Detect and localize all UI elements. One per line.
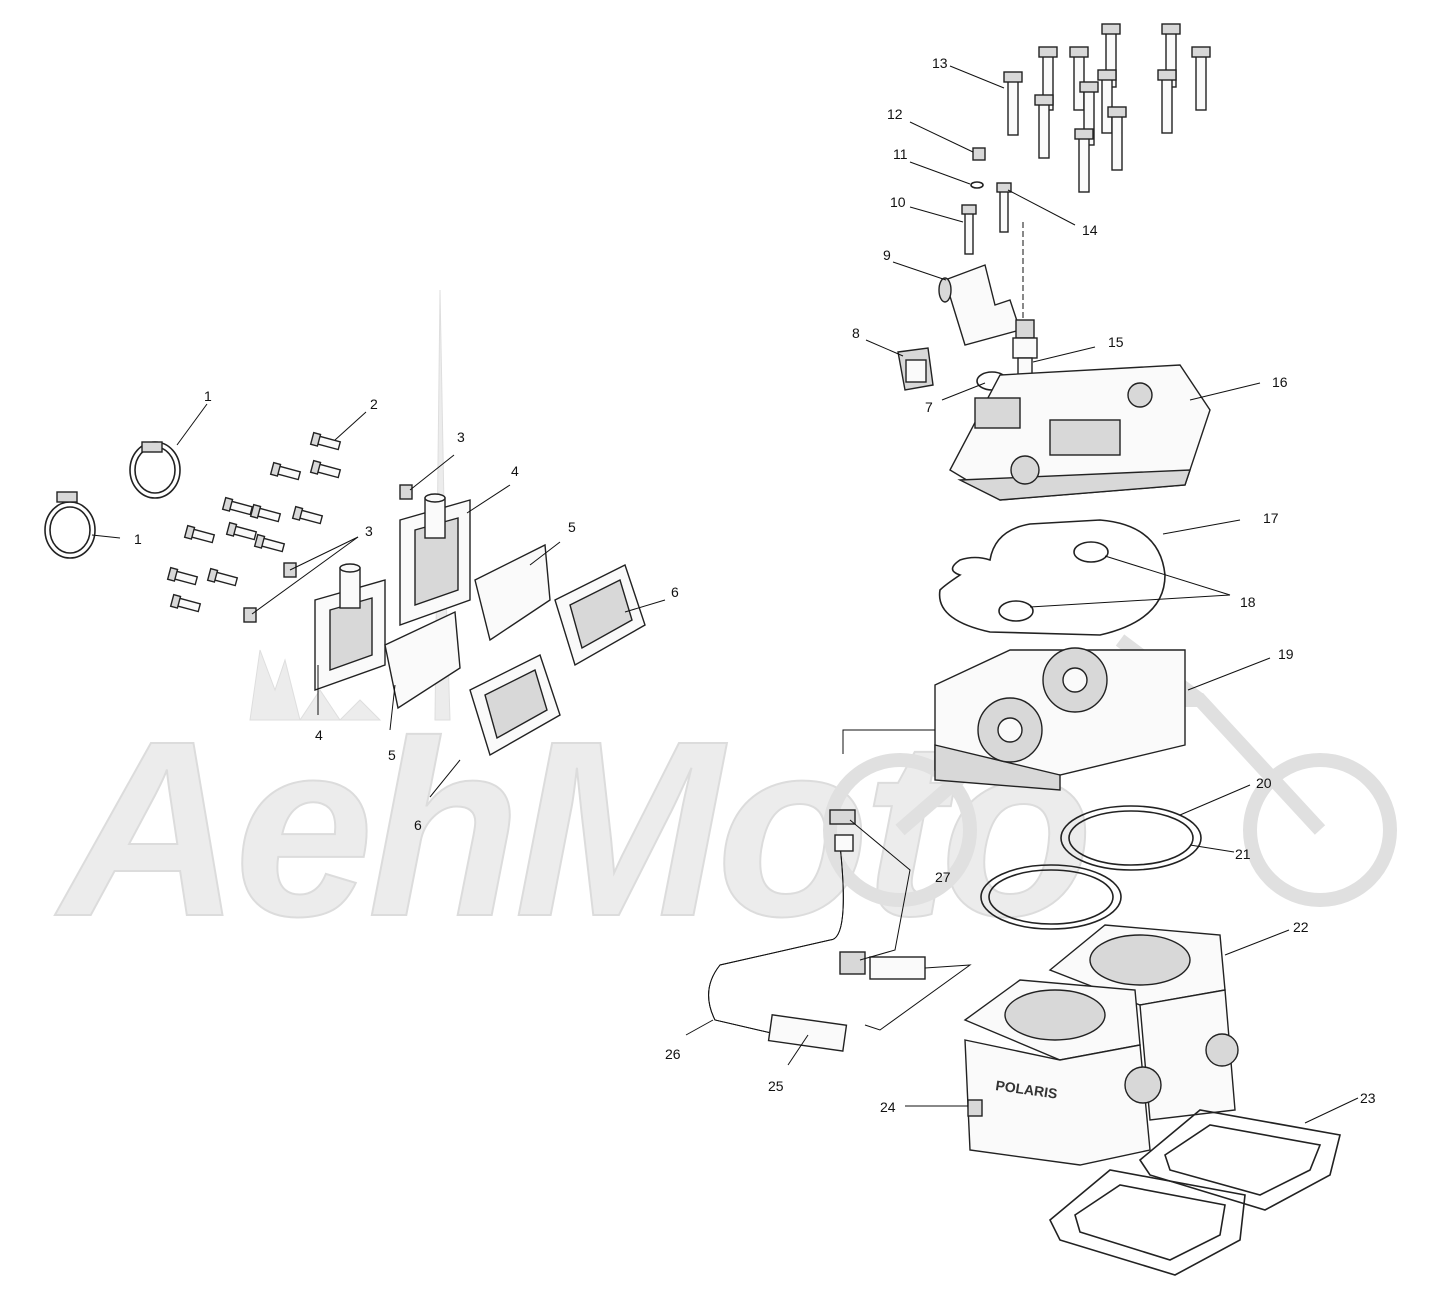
- fuel-clip-upper: [399, 484, 413, 500]
- drain-plug: [967, 1099, 983, 1117]
- reed-block-upper: [474, 543, 551, 642]
- leader-lines: [91, 65, 1359, 1124]
- cylinder-gasket-upper: [1060, 805, 1202, 871]
- callout-25: 25: [768, 1078, 784, 1094]
- callout-21: 21: [1235, 846, 1251, 862]
- right-parts-group: POLARIS: [708, 23, 1341, 1276]
- callout-17: 17: [1263, 510, 1279, 526]
- reed-cage-lower: [469, 654, 561, 757]
- reed-cage-upper: [554, 564, 646, 667]
- reed-block-lower: [384, 610, 461, 710]
- callout-20: 20: [1256, 775, 1272, 791]
- callout-4a: 4: [511, 463, 519, 479]
- watermark: AehMoto: [53, 289, 1397, 969]
- fuel-clip-lower: [243, 607, 257, 623]
- callout-19: 19: [1278, 646, 1294, 662]
- callout-5b: 5: [388, 747, 396, 763]
- callout-1a: 1: [204, 388, 212, 404]
- water-jacket-cover: [934, 647, 1186, 791]
- callout-4b: 4: [315, 727, 323, 743]
- callout-14: 14: [1082, 222, 1098, 238]
- callout-6a: 6: [671, 584, 679, 600]
- thermostat: [897, 347, 934, 391]
- callout-27: 27: [935, 869, 951, 885]
- temperature-sensor: [1012, 319, 1038, 381]
- callout-11: 11: [893, 146, 908, 162]
- callouts: 1 1 2 3 3 4 4 5 5 6 6 7 8 9 10 11 12 13 …: [134, 55, 1376, 1115]
- cylinder-block: POLARIS: [963, 924, 1239, 1166]
- hose-clamp-lower: [44, 491, 96, 559]
- callout-15: 15: [1108, 334, 1124, 350]
- hose-clamp-upper: [129, 441, 181, 499]
- cylinder-head: [949, 364, 1211, 501]
- callout-7: 7: [925, 399, 933, 415]
- head-gasket: [938, 519, 1166, 636]
- short-bolt-10: [961, 204, 977, 255]
- head-bolt-set: [1003, 23, 1211, 193]
- callout-3a: 3: [457, 429, 465, 445]
- watermark-text: AehMoto: [54, 689, 1087, 968]
- water-outlet-elbow: [938, 264, 1021, 346]
- callout-18: 18: [1240, 594, 1256, 610]
- bolt-set: [166, 431, 342, 613]
- reed-housing-upper: [399, 493, 471, 626]
- callout-10: 10: [890, 194, 906, 210]
- callout-8: 8: [852, 325, 860, 341]
- callout-9: 9: [883, 247, 891, 263]
- cylinder-base-gaskets: [1049, 1109, 1341, 1276]
- reed-housing-lower: [314, 563, 386, 691]
- callout-24: 24: [880, 1099, 896, 1115]
- callout-23: 23: [1360, 1090, 1376, 1106]
- short-bolt-14: [996, 182, 1012, 233]
- callout-22: 22: [1293, 919, 1309, 935]
- callout-5a: 5: [568, 519, 576, 535]
- left-parts-group: [44, 431, 646, 757]
- callout-26: 26: [665, 1046, 681, 1062]
- callout-13: 13: [932, 55, 948, 71]
- callout-1b: 1: [134, 531, 142, 547]
- callout-6b: 6: [414, 817, 422, 833]
- callout-16: 16: [1272, 374, 1288, 390]
- cylinder-gasket-lower: [980, 864, 1122, 930]
- nut-fitting: [972, 147, 986, 161]
- callout-3b: 3: [365, 523, 373, 539]
- small-washer: [970, 181, 984, 189]
- callout-12: 12: [887, 106, 903, 122]
- callout-2: 2: [370, 396, 378, 412]
- bypass-hose-assembly: [708, 809, 972, 1052]
